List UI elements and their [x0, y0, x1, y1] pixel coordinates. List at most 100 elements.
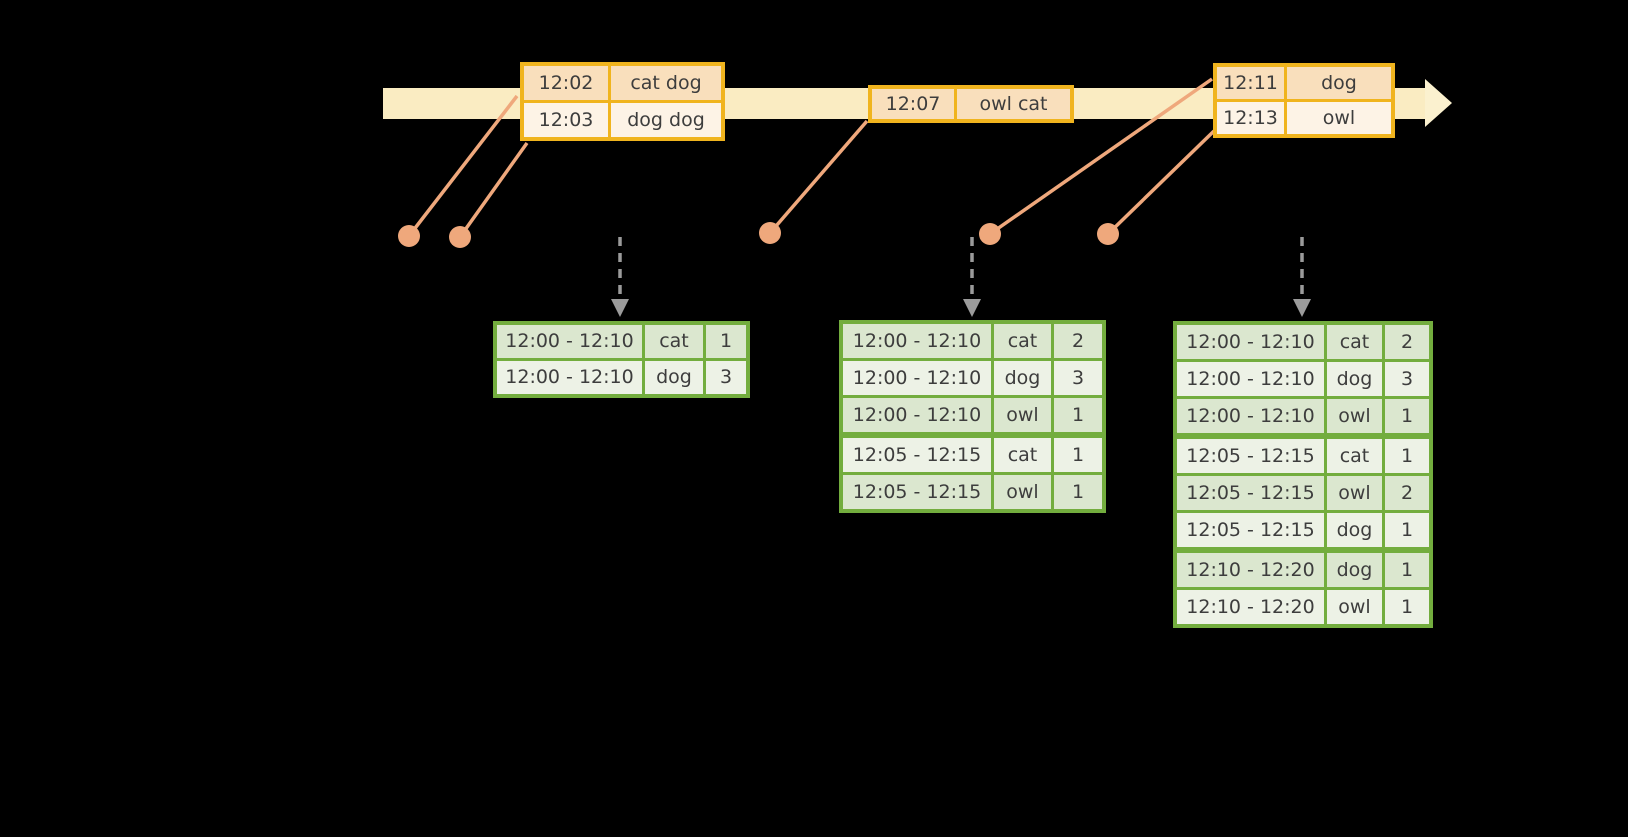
window-cell: 12:05 - 12:15	[1177, 439, 1324, 473]
window-cell: 12:05 - 12:15	[843, 475, 991, 509]
word-cell: dog	[994, 361, 1051, 395]
word-cell: owl	[1327, 476, 1382, 510]
window-cell: 12:05 - 12:15	[1177, 513, 1324, 547]
count-cell: 1	[706, 325, 746, 358]
word-cell: dog	[645, 361, 703, 394]
connector-line-1207	[768, 119, 869, 235]
event-time-cell: 12:03	[524, 103, 608, 137]
count-cell: 2	[1385, 476, 1429, 510]
trigger-arrowheads	[611, 299, 1311, 317]
word-cell: owl	[1327, 399, 1382, 433]
word-cell: cat	[994, 438, 1051, 472]
count-cell: 1	[1054, 475, 1102, 509]
count-cell: 2	[1054, 324, 1102, 358]
window-cell: 12:00 - 12:10	[843, 398, 991, 432]
connector-line-1213	[1106, 129, 1216, 236]
event-words-cell: owl	[1287, 102, 1391, 134]
trigger-arrowhead-icon-1	[611, 299, 629, 317]
window-cell: 12:00 - 12:10	[497, 361, 642, 394]
event-dot-1203	[449, 226, 471, 248]
connector-line-1202	[407, 94, 519, 238]
event-dot-1202	[398, 225, 420, 247]
event-words-cell: owl cat	[957, 89, 1070, 119]
connector-line-1211	[988, 77, 1214, 236]
word-cell: owl	[994, 398, 1051, 432]
event-dots	[398, 222, 1119, 248]
word-cell: dog	[1327, 513, 1382, 547]
count-cell: 1	[1385, 399, 1429, 433]
window-cell: 12:00 - 12:10	[1177, 362, 1324, 396]
count-cell: 1	[1385, 553, 1429, 587]
window-cell: 12:05 - 12:15	[1177, 476, 1324, 510]
word-cell: cat	[1327, 325, 1382, 359]
event-dot-1211	[979, 223, 1001, 245]
timeline-arrowhead-icon	[1425, 79, 1452, 127]
count-cell: 1	[1385, 590, 1429, 624]
event-words-cell: cat dog	[611, 66, 721, 100]
window-cell: 12:00 - 12:10	[843, 324, 991, 358]
event-dot-1213	[1097, 223, 1119, 245]
window-cell: 12:10 - 12:20	[1177, 590, 1324, 624]
word-cell: cat	[645, 325, 703, 358]
trigger-arrowhead-icon-2	[963, 299, 981, 317]
count-cell: 3	[1385, 362, 1429, 396]
word-cell: dog	[1327, 553, 1382, 587]
word-cell: dog	[1327, 362, 1382, 396]
word-cell: cat	[1327, 439, 1382, 473]
count-cell: 3	[706, 361, 746, 394]
event-time-cell: 12:13	[1217, 102, 1284, 134]
connector-line-1203	[458, 141, 529, 239]
count-cell: 2	[1385, 325, 1429, 359]
trigger-arrow-lines	[618, 237, 1304, 300]
count-cell: 1	[1385, 513, 1429, 547]
word-cell: owl	[994, 475, 1051, 509]
event-time-cell: 12:07	[872, 89, 954, 119]
event-words-cell: dog	[1287, 67, 1391, 99]
window-cell: 12:05 - 12:15	[843, 438, 991, 472]
window-cell: 12:00 - 12:10	[843, 361, 991, 395]
event-time-cell: 12:11	[1217, 67, 1284, 99]
event-connector-lines	[407, 77, 1216, 239]
event-dot-1207	[759, 222, 781, 244]
count-cell: 3	[1054, 361, 1102, 395]
trigger-arrowhead-icon-3	[1293, 299, 1311, 317]
count-cell: 1	[1054, 438, 1102, 472]
count-cell: 1	[1054, 398, 1102, 432]
window-cell: 12:10 - 12:20	[1177, 553, 1324, 587]
word-cell: owl	[1327, 590, 1382, 624]
count-cell: 1	[1385, 439, 1429, 473]
word-cell: cat	[994, 324, 1051, 358]
window-cell: 12:00 - 12:10	[497, 325, 642, 358]
window-cell: 12:00 - 12:10	[1177, 325, 1324, 359]
window-cell: 12:00 - 12:10	[1177, 399, 1324, 433]
event-words-cell: dog dog	[611, 103, 721, 137]
event-time-cell: 12:02	[524, 66, 608, 100]
